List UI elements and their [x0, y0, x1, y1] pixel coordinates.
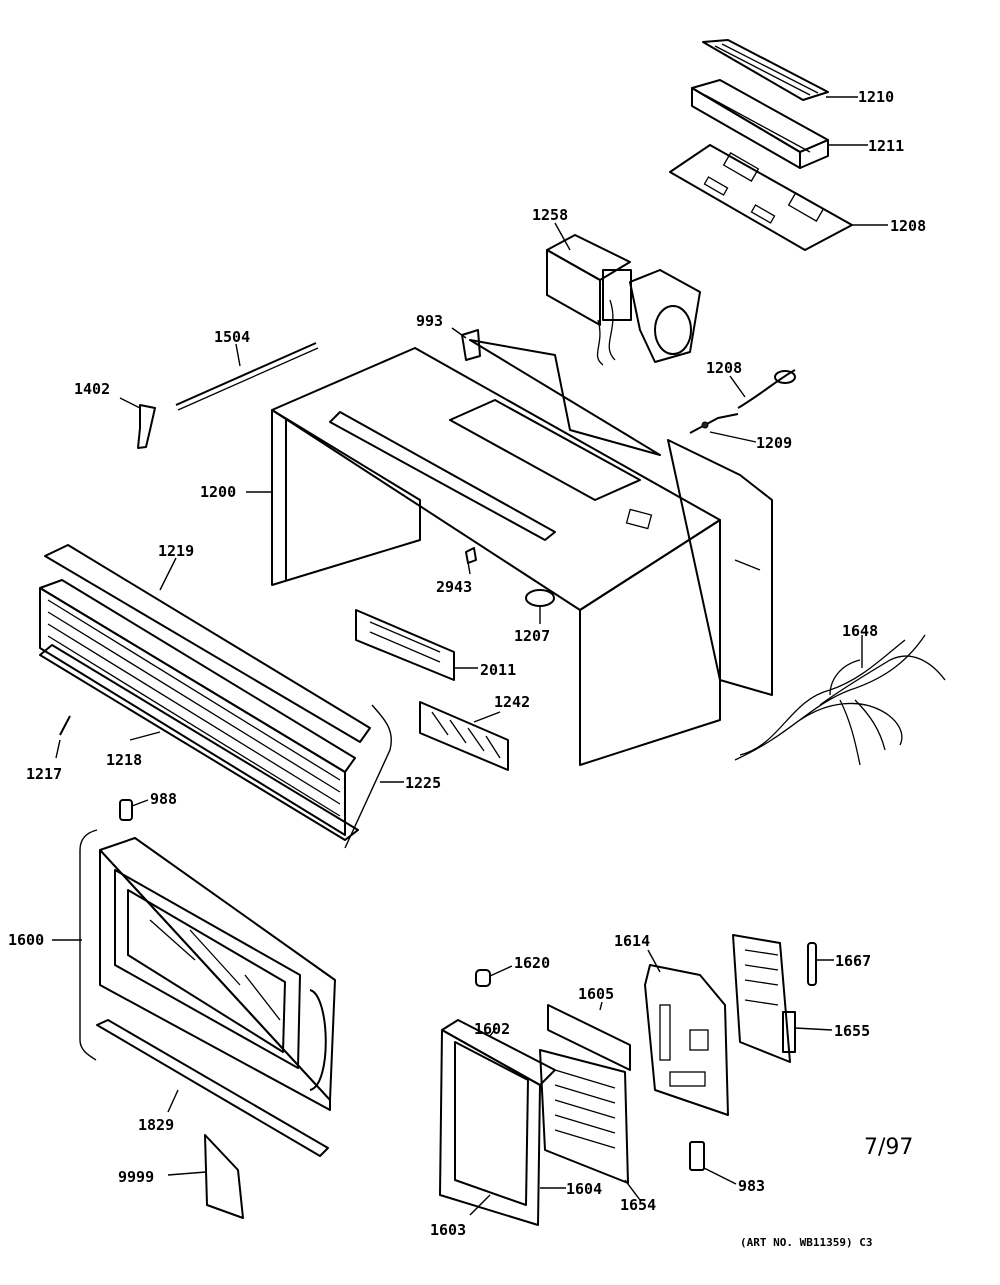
label-1620: 1620: [514, 954, 550, 972]
part-983-switch: [689, 1141, 705, 1171]
label-2011: 2011: [480, 661, 516, 679]
date-code: 7/97: [864, 1135, 913, 1160]
part-993-bracket: [461, 329, 481, 361]
part-1602-frame: [439, 1019, 556, 1226]
part-988-switch: [119, 799, 133, 821]
part-1667-fuse: [807, 942, 817, 986]
part-1258-blower-motor: [546, 234, 701, 366]
part-1218-grille-panel: [39, 579, 359, 841]
label-1258: 1258: [532, 206, 568, 224]
part-1209-terminal-block: [689, 413, 739, 434]
art-number: (ART NO. WB11359) C3: [740, 1236, 872, 1249]
part-1242-keypad: [419, 701, 509, 771]
label-988: 988: [150, 790, 177, 808]
part-1655-relay-board: [732, 934, 796, 1063]
label-1655: 1655: [834, 1022, 870, 1040]
part-1605-window: [547, 1004, 631, 1071]
label-1209: 1209: [756, 434, 792, 452]
label-1200: 1200: [200, 483, 236, 501]
part-1620-clip: [475, 969, 491, 987]
label-1604: 1604: [566, 1180, 602, 1198]
part-2011-control-board: [355, 609, 455, 681]
part-1614-control-board: [644, 964, 729, 1116]
label-1208-cord: 1208: [706, 359, 742, 377]
label-1648: 1648: [842, 622, 878, 640]
label-2943: 2943: [436, 578, 472, 596]
label-1217: 1217: [26, 765, 62, 783]
part-1207-switch-cover: [525, 589, 555, 607]
leader-lines: [52, 96, 888, 1216]
label-1225: 1225: [405, 774, 441, 792]
label-1504: 1504: [214, 328, 250, 346]
part-1208-power-cord: [737, 369, 796, 409]
part-1208-mounting-plate: [669, 144, 853, 251]
label-983: 983: [738, 1177, 765, 1195]
part-1217-screw: [59, 715, 71, 736]
label-1207: 1207: [514, 627, 550, 645]
part-2943-fastener: [465, 547, 477, 564]
label-1614: 1614: [614, 932, 650, 950]
label-1600: 1600: [8, 931, 44, 949]
part-1402-latch-clip: [137, 404, 156, 449]
label-1667: 1667: [835, 952, 871, 970]
label-9999: 9999: [118, 1168, 154, 1186]
part-1219-grille-top: [44, 544, 371, 743]
label-1219: 1219: [158, 542, 194, 560]
part-1600-door: [79, 829, 336, 1111]
label-1603: 1603: [430, 1221, 466, 1239]
label-1654: 1654: [620, 1196, 656, 1214]
part-1504-rod: [175, 342, 319, 411]
part-1829-door-trim: [96, 1019, 329, 1157]
label-1602: 1602: [474, 1020, 510, 1038]
label-1605: 1605: [578, 985, 614, 1003]
label-1829: 1829: [138, 1116, 174, 1134]
label-993: 993: [416, 312, 443, 330]
part-9999-literature: [204, 1134, 244, 1219]
part-1211-vent-tray: [691, 79, 829, 169]
label-1242: 1242: [494, 693, 530, 711]
part-1225-bracket-outline: [344, 704, 392, 849]
part-1648-wire-harness: [734, 634, 946, 766]
part-1200-cabinet: [271, 339, 773, 766]
label-1218: 1218: [106, 751, 142, 769]
part-1210-grille-strip: [702, 39, 829, 101]
label-1211: 1211: [868, 137, 904, 155]
label-1208-top: 1208: [890, 217, 926, 235]
label-1210: 1210: [858, 88, 894, 106]
label-1402: 1402: [74, 380, 110, 398]
